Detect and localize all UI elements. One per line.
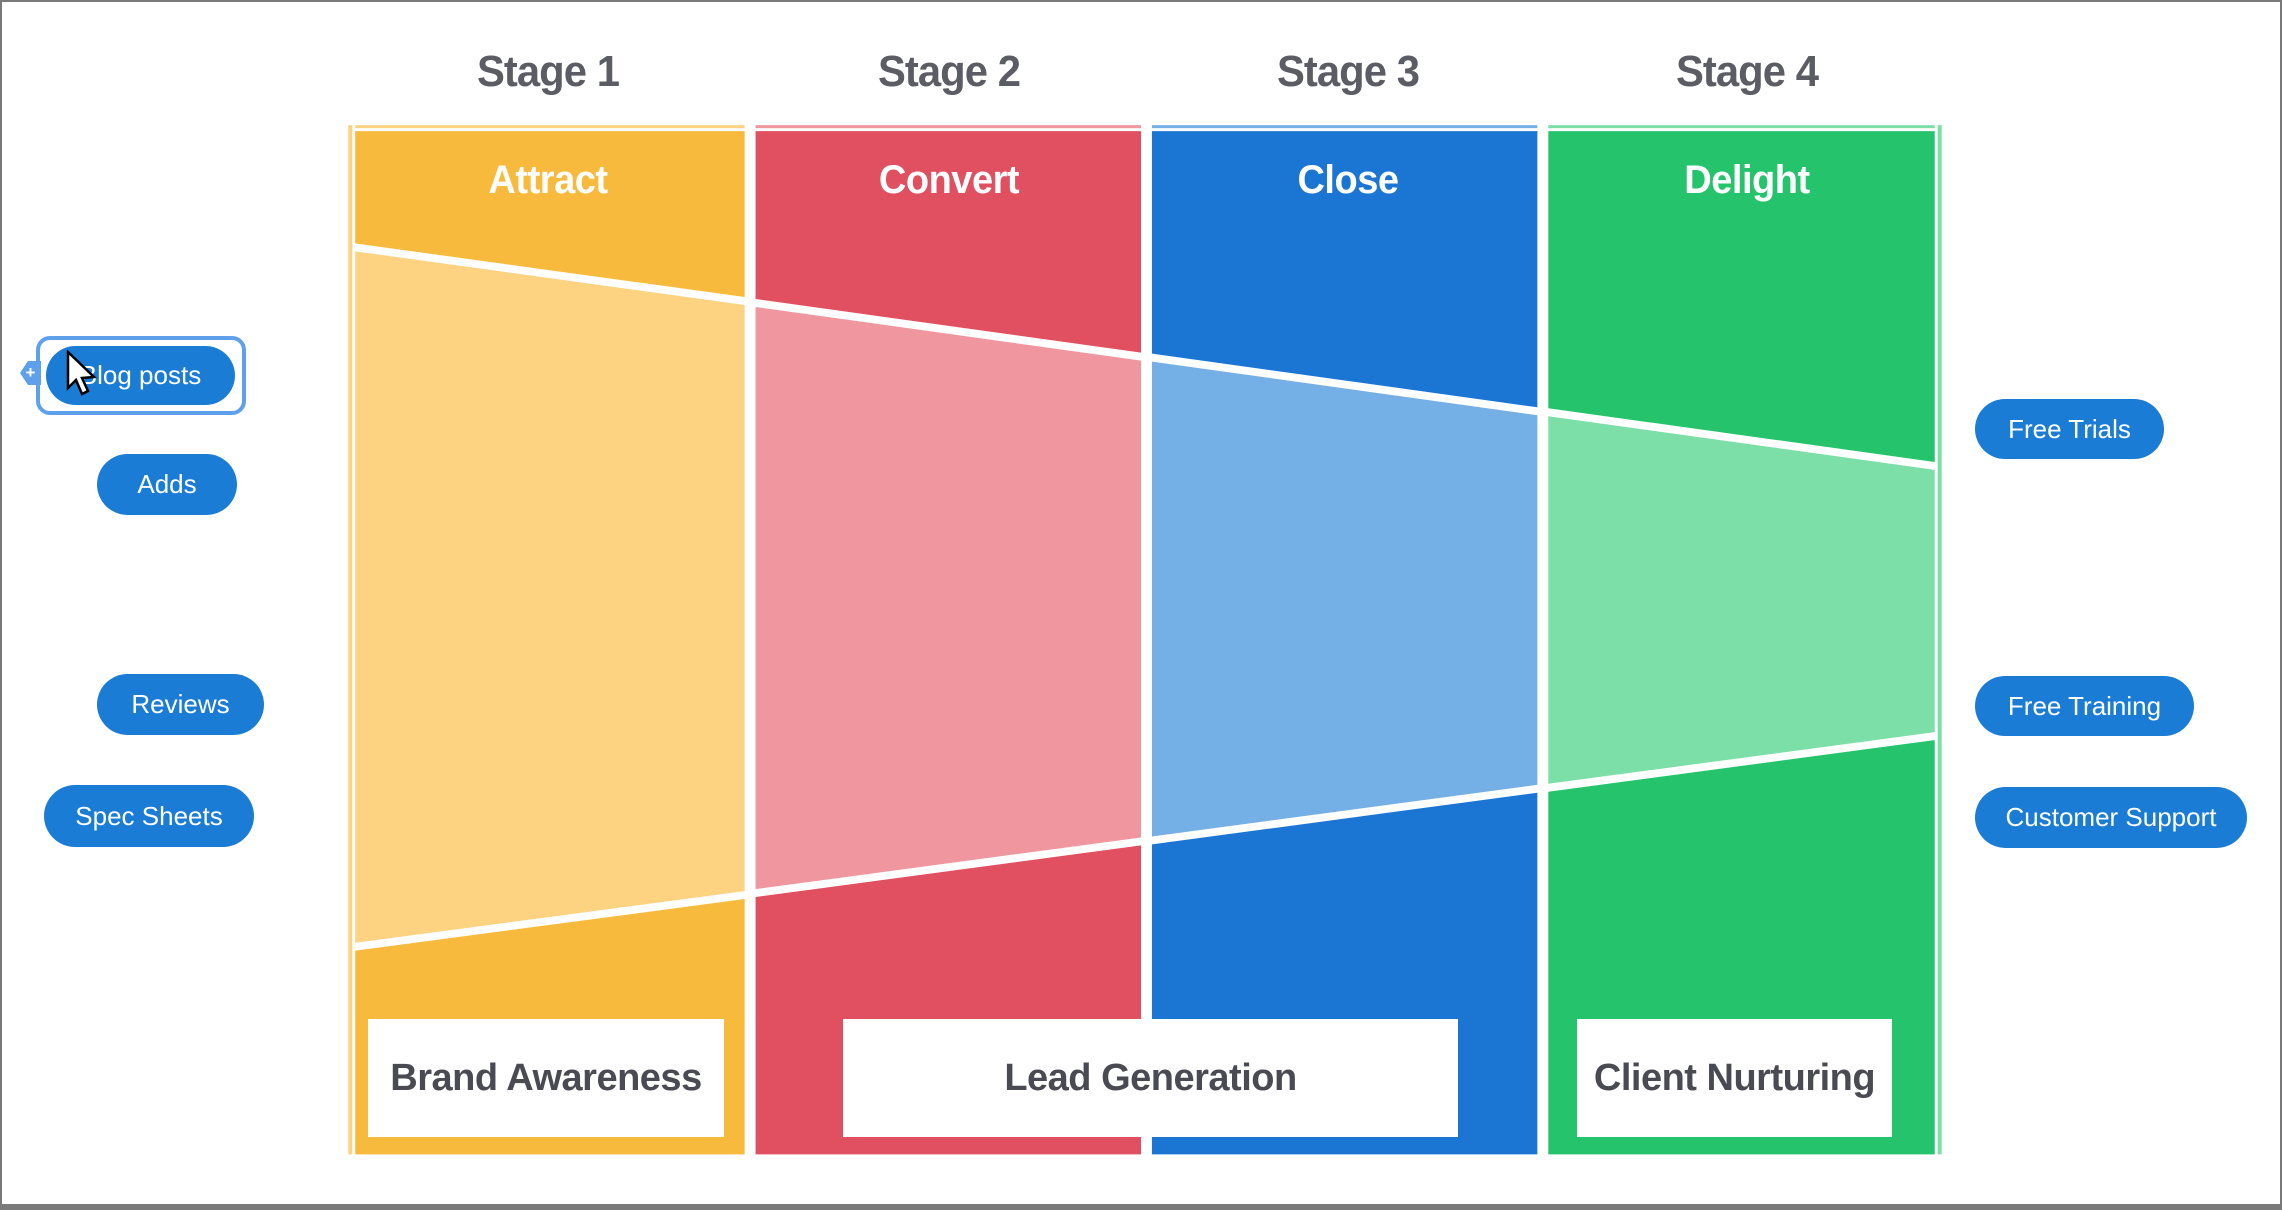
add-connector-handle[interactable]: + (20, 361, 41, 385)
convert-middle-band[interactable] (755, 306, 1141, 890)
stage-2-label[interactable]: Stage 2 (877, 47, 1021, 96)
close-middle-band[interactable] (1151, 361, 1538, 837)
attract-middle-band[interactable] (355, 251, 745, 943)
funnel-column-close[interactable] (1151, 131, 1538, 1155)
pill-reviews[interactable]: Reviews (97, 674, 264, 735)
pill-customer-support[interactable]: Customer Support (1975, 787, 2247, 848)
mouse-cursor-icon (66, 350, 97, 396)
attract-top-band[interactable] (355, 131, 745, 298)
pill-adds[interactable]: Adds (97, 454, 237, 515)
funnel-column-delight[interactable] (1548, 131, 1935, 1155)
stage-1-label[interactable]: Stage 1 (476, 47, 620, 96)
convert-header: Convert (878, 158, 1020, 202)
close-header: Close (1297, 158, 1399, 202)
funnel-right-accent-line (1937, 125, 1942, 1155)
delight-top-band[interactable] (1548, 131, 1935, 462)
funnel-column-convert[interactable] (755, 131, 1141, 1155)
delight-top-accent-line (1548, 125, 1935, 129)
pill-free-training[interactable]: Free Training (1975, 676, 2194, 736)
lead-generation-box[interactable]: Lead Generation (843, 1019, 1458, 1137)
close-top-band[interactable] (1151, 131, 1538, 408)
stage-4-label[interactable]: Stage 4 (1675, 47, 1819, 96)
attract-header: Attract (488, 158, 608, 202)
pill-spec-sheets[interactable]: Spec Sheets (44, 785, 254, 847)
attract-top-accent-line (355, 125, 745, 129)
delight-middle-band[interactable] (1548, 416, 1935, 784)
delight-header: Delight (1684, 158, 1810, 202)
convert-top-accent-line (755, 125, 1141, 129)
convert-top-band[interactable] (755, 131, 1141, 353)
brand-awareness-box[interactable]: Brand Awareness (368, 1019, 724, 1137)
stage-3-label[interactable]: Stage 3 (1276, 47, 1420, 96)
funnel-left-accent-line (348, 125, 353, 1155)
pill-free-trials[interactable]: Free Trials (1975, 399, 2164, 459)
client-nurturing-box[interactable]: Client Nurturing (1577, 1019, 1892, 1137)
funnel-column-attract[interactable] (355, 131, 745, 1155)
close-top-accent-line (1151, 125, 1538, 129)
